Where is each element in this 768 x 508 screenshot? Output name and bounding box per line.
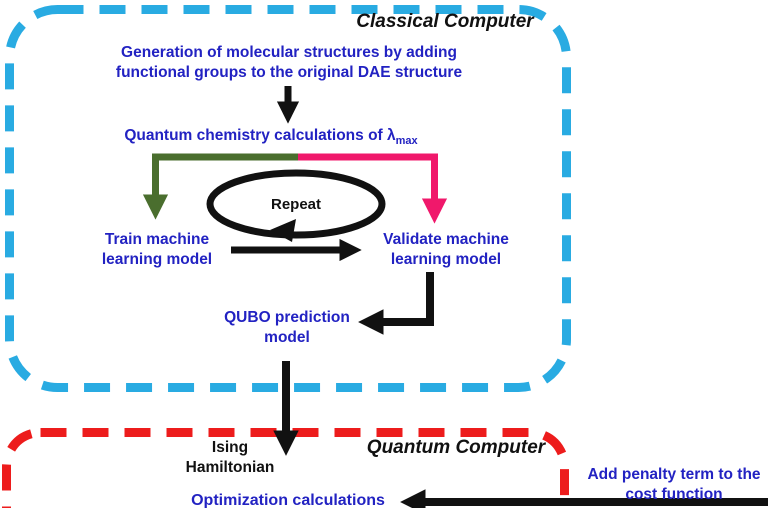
qchem-subscript: max	[395, 135, 418, 148]
validate-model-label: Validate machine learning model	[366, 230, 526, 270]
validate-line1: Validate machine	[383, 231, 509, 248]
quantum-computer-title: Quantum Computer	[366, 437, 546, 458]
repeat-label: Repeat	[270, 196, 322, 213]
arrow-qchem-to-validate-icon	[298, 153, 448, 224]
qubo-line1: QUBO prediction	[224, 309, 350, 326]
train-line2: learning model	[101, 251, 213, 268]
arrow-qchem-to-train-icon	[142, 153, 298, 220]
penalty-line2: cost function	[625, 486, 723, 503]
penalty-term-label: Add penalty term to the cost function	[578, 465, 768, 505]
train-line1: Train machine	[104, 231, 210, 248]
qchem-step-label: Quantum chemistry calculations of λmax	[85, 126, 457, 148]
generation-line2: functional groups to the original DAE st…	[115, 64, 463, 81]
validate-line2: learning model	[390, 251, 502, 268]
qubo-line2: model	[264, 329, 310, 346]
qubo-model-label: QUBO prediction model	[207, 308, 367, 348]
repeat-cycle-ellipse	[206, 169, 386, 239]
qchem-text: Quantum chemistry calculations of λ	[124, 127, 396, 144]
train-model-label: Train machine learning model	[77, 230, 237, 270]
classical-computer-box-border	[5, 5, 571, 392]
repeat-cycle-arrowhead-icon	[270, 219, 296, 242]
generation-line1: Generation of molecular structures by ad…	[121, 44, 457, 61]
generation-step-label: Generation of molecular structures by ad…	[99, 43, 479, 83]
ising-line1: Ising	[211, 439, 249, 456]
ising-line2: Hamiltonian	[185, 459, 275, 476]
arrow-validate-to-qubo-icon	[358, 272, 434, 335]
ising-hamiltonian-label: Ising Hamiltonian	[150, 438, 310, 478]
penalty-line1: Add penalty term to the	[587, 466, 761, 483]
classical-computer-title: Classical Computer	[356, 11, 534, 32]
optimization-label: Optimization calculations	[191, 492, 385, 508]
